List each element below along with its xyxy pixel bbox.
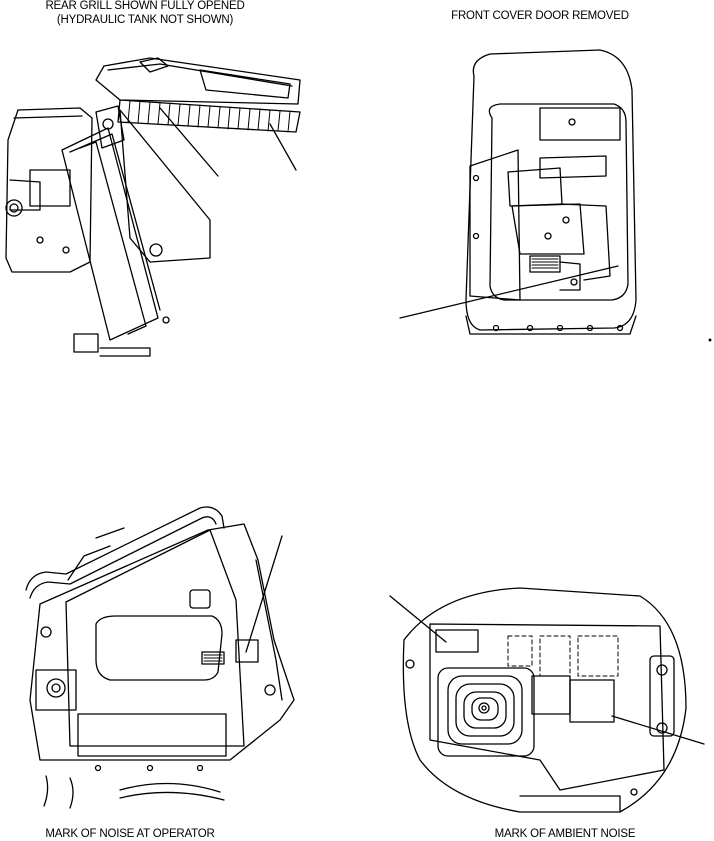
front-cover-view <box>400 50 711 341</box>
ambient-noise-caption: MARK OF AMBIENT NOISE <box>494 828 636 840</box>
operator-noise-view <box>26 507 294 808</box>
front-cover-caption: FRONT COVER DOOR REMOVED <box>451 10 629 22</box>
ambient-noise-view <box>390 588 704 812</box>
rear-grill-caption-line2: (HYDRAULIC TANK NOT SHOWN) <box>56 14 234 26</box>
rear-grill-caption-line1: REAR GRILL SHOWN FULLY OPENED <box>45 0 245 12</box>
operator-noise-caption: MARK OF NOISE AT OPERATOR <box>45 828 215 840</box>
rear-grill-view <box>6 58 300 356</box>
